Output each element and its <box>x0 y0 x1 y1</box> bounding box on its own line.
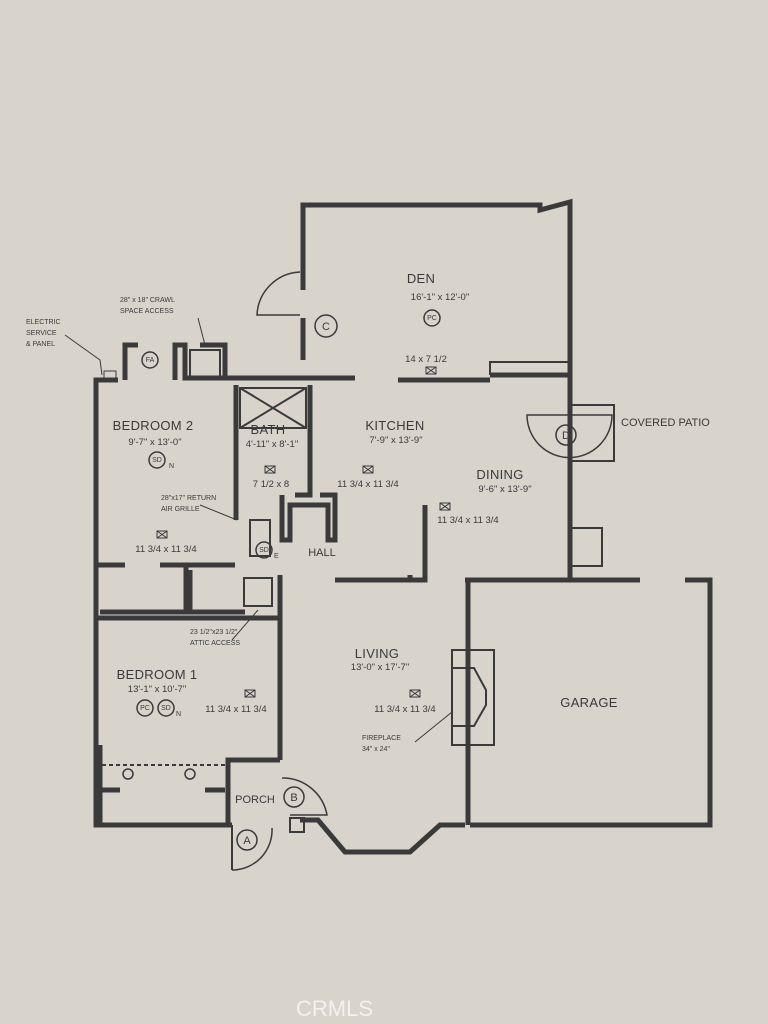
sd-sub-n: N <box>169 463 174 470</box>
living-dims: 13'-0" x 17'-7" <box>351 662 409 673</box>
living-label: LIVING <box>355 646 399 661</box>
pc-marker-bedroom1: PC <box>140 705 150 712</box>
dining-vent-size: 11 3/4 x 11 3/4 <box>437 515 498 526</box>
vent-icon <box>425 366 437 375</box>
hall-label: HALL <box>308 547 336 559</box>
covered-patio-label: COVERED PATIO <box>621 417 710 429</box>
walls <box>93 198 713 855</box>
den-vent-size: 14 x 7 1/2 <box>405 354 447 365</box>
bedroom1-dims: 13'-1" x 10'-7" <box>128 684 186 695</box>
crawl-space-note: 28" x 18" CRAWL SPACE ACCESS <box>120 297 175 315</box>
dining-dims: 9'-6" x 13'-9" <box>478 484 531 495</box>
leaders <box>64 317 453 743</box>
note-line: SPACE ACCESS <box>120 308 174 315</box>
marker-circles <box>122 309 577 851</box>
marker-c: C <box>322 321 330 333</box>
note-line: 34" x 24" <box>362 746 390 753</box>
note-line: AIR GRILLE <box>161 506 200 513</box>
door-swings <box>231 271 613 871</box>
vent-icons <box>156 366 451 698</box>
marker-b: B <box>290 792 297 804</box>
vent-icon <box>362 465 374 474</box>
sd-sub-n: N <box>176 711 181 718</box>
fa-marker: FA <box>146 357 155 364</box>
note-line: ATTIC ACCESS <box>190 640 240 647</box>
sd-marker-bedroom1: SD <box>161 705 171 712</box>
den-label: DEN <box>407 271 435 286</box>
note-line: & PANEL <box>26 341 55 348</box>
vent-icon <box>156 530 168 539</box>
return-air-note: 28"x17" RETURN AIR GRILLE <box>161 495 216 513</box>
kitchen-vent-size: 11 3/4 x 11 3/4 <box>337 479 398 490</box>
note-line: SERVICE <box>26 330 57 337</box>
note-line: ELECTRIC <box>26 319 61 326</box>
note-line: 28" x 18" CRAWL <box>120 297 175 304</box>
attic-access-note: 23 1/2"x23 1/2" ATTIC ACCESS <box>190 629 240 647</box>
vent-icon <box>264 465 276 474</box>
sd-sub-e: E <box>274 553 279 560</box>
bedroom1-vent-size: 11 3/4 x 11 3/4 <box>205 704 266 715</box>
pc-marker-den: PC <box>427 315 437 322</box>
sd-marker-hall: SD <box>259 547 269 554</box>
note-line: 28"x17" RETURN <box>161 495 216 502</box>
note-line: FIREPLACE <box>362 735 401 742</box>
electric-service-note: ELECTRIC SERVICE & PANEL <box>26 319 61 348</box>
fireplace-note: FIREPLACE 34" x 24" <box>362 735 401 753</box>
bath-label: BATH <box>251 422 286 437</box>
vent-icon <box>409 689 421 698</box>
marker-d: D <box>562 430 570 442</box>
kitchen-dims: 7'-9" x 13'-9" <box>369 435 422 446</box>
bedroom2-vent-size: 11 3/4 x 11 3/4 <box>135 544 196 555</box>
bedroom2-dims: 9'-7" x 13'-0" <box>128 437 181 448</box>
den-dims: 16'-1" x 12'-0" <box>411 292 469 303</box>
porch-label: PORCH <box>235 794 275 806</box>
marker-a: A <box>243 835 251 847</box>
garage-label: GARAGE <box>560 695 617 710</box>
vent-icon <box>439 502 451 511</box>
dining-label: DINING <box>476 467 523 482</box>
bedroom2-label: BEDROOM 2 <box>113 418 194 433</box>
bedroom1-label: BEDROOM 1 <box>117 667 198 682</box>
living-vent-size: 11 3/4 x 11 3/4 <box>374 704 435 715</box>
bath-vent-size: 7 1/2 x 8 <box>253 479 289 490</box>
watermark: CRMLS <box>296 996 373 1021</box>
patio-structures <box>102 349 615 870</box>
bath-dims: 4'-11" x 8'-1" <box>246 439 298 450</box>
vent-icon <box>244 689 256 698</box>
kitchen-label: KITCHEN <box>365 418 424 433</box>
sd-marker-bedroom2: SD <box>152 457 162 464</box>
note-line: 23 1/2"x23 1/2" <box>190 629 238 636</box>
